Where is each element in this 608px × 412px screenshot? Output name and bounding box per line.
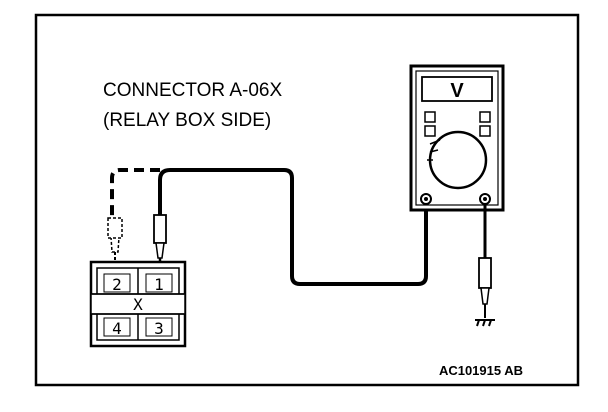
connector-center-mark: X xyxy=(133,295,143,314)
figure-frame xyxy=(34,13,580,387)
connector-subtitle: (RELAY BOX SIDE) xyxy=(103,110,271,131)
ground-lead xyxy=(475,204,495,327)
voltmeter: V xyxy=(409,64,505,212)
connector-title: CONNECTOR A-06X xyxy=(103,80,282,101)
test-lead-wire xyxy=(158,168,428,286)
pin-2-label: 2 xyxy=(112,275,122,294)
range-button-top-left xyxy=(424,111,436,123)
range-button-top-right xyxy=(479,111,491,123)
connector-a06x: 2 1 X 4 3 xyxy=(89,260,187,348)
ground-icon xyxy=(475,319,495,327)
range-button-bottom-left xyxy=(424,125,436,137)
meter-display xyxy=(421,76,493,102)
pin-3-label: 3 xyxy=(154,319,164,338)
probe-pin1 xyxy=(153,180,167,270)
pin-4-label: 4 xyxy=(112,319,122,338)
figure-code: AC101915 AB xyxy=(439,363,523,378)
dashed-lead-pin2 xyxy=(107,168,160,268)
range-button-bottom-right xyxy=(479,125,491,137)
meter-display-label: V xyxy=(450,80,464,102)
pin-1-label: 1 xyxy=(154,275,164,294)
